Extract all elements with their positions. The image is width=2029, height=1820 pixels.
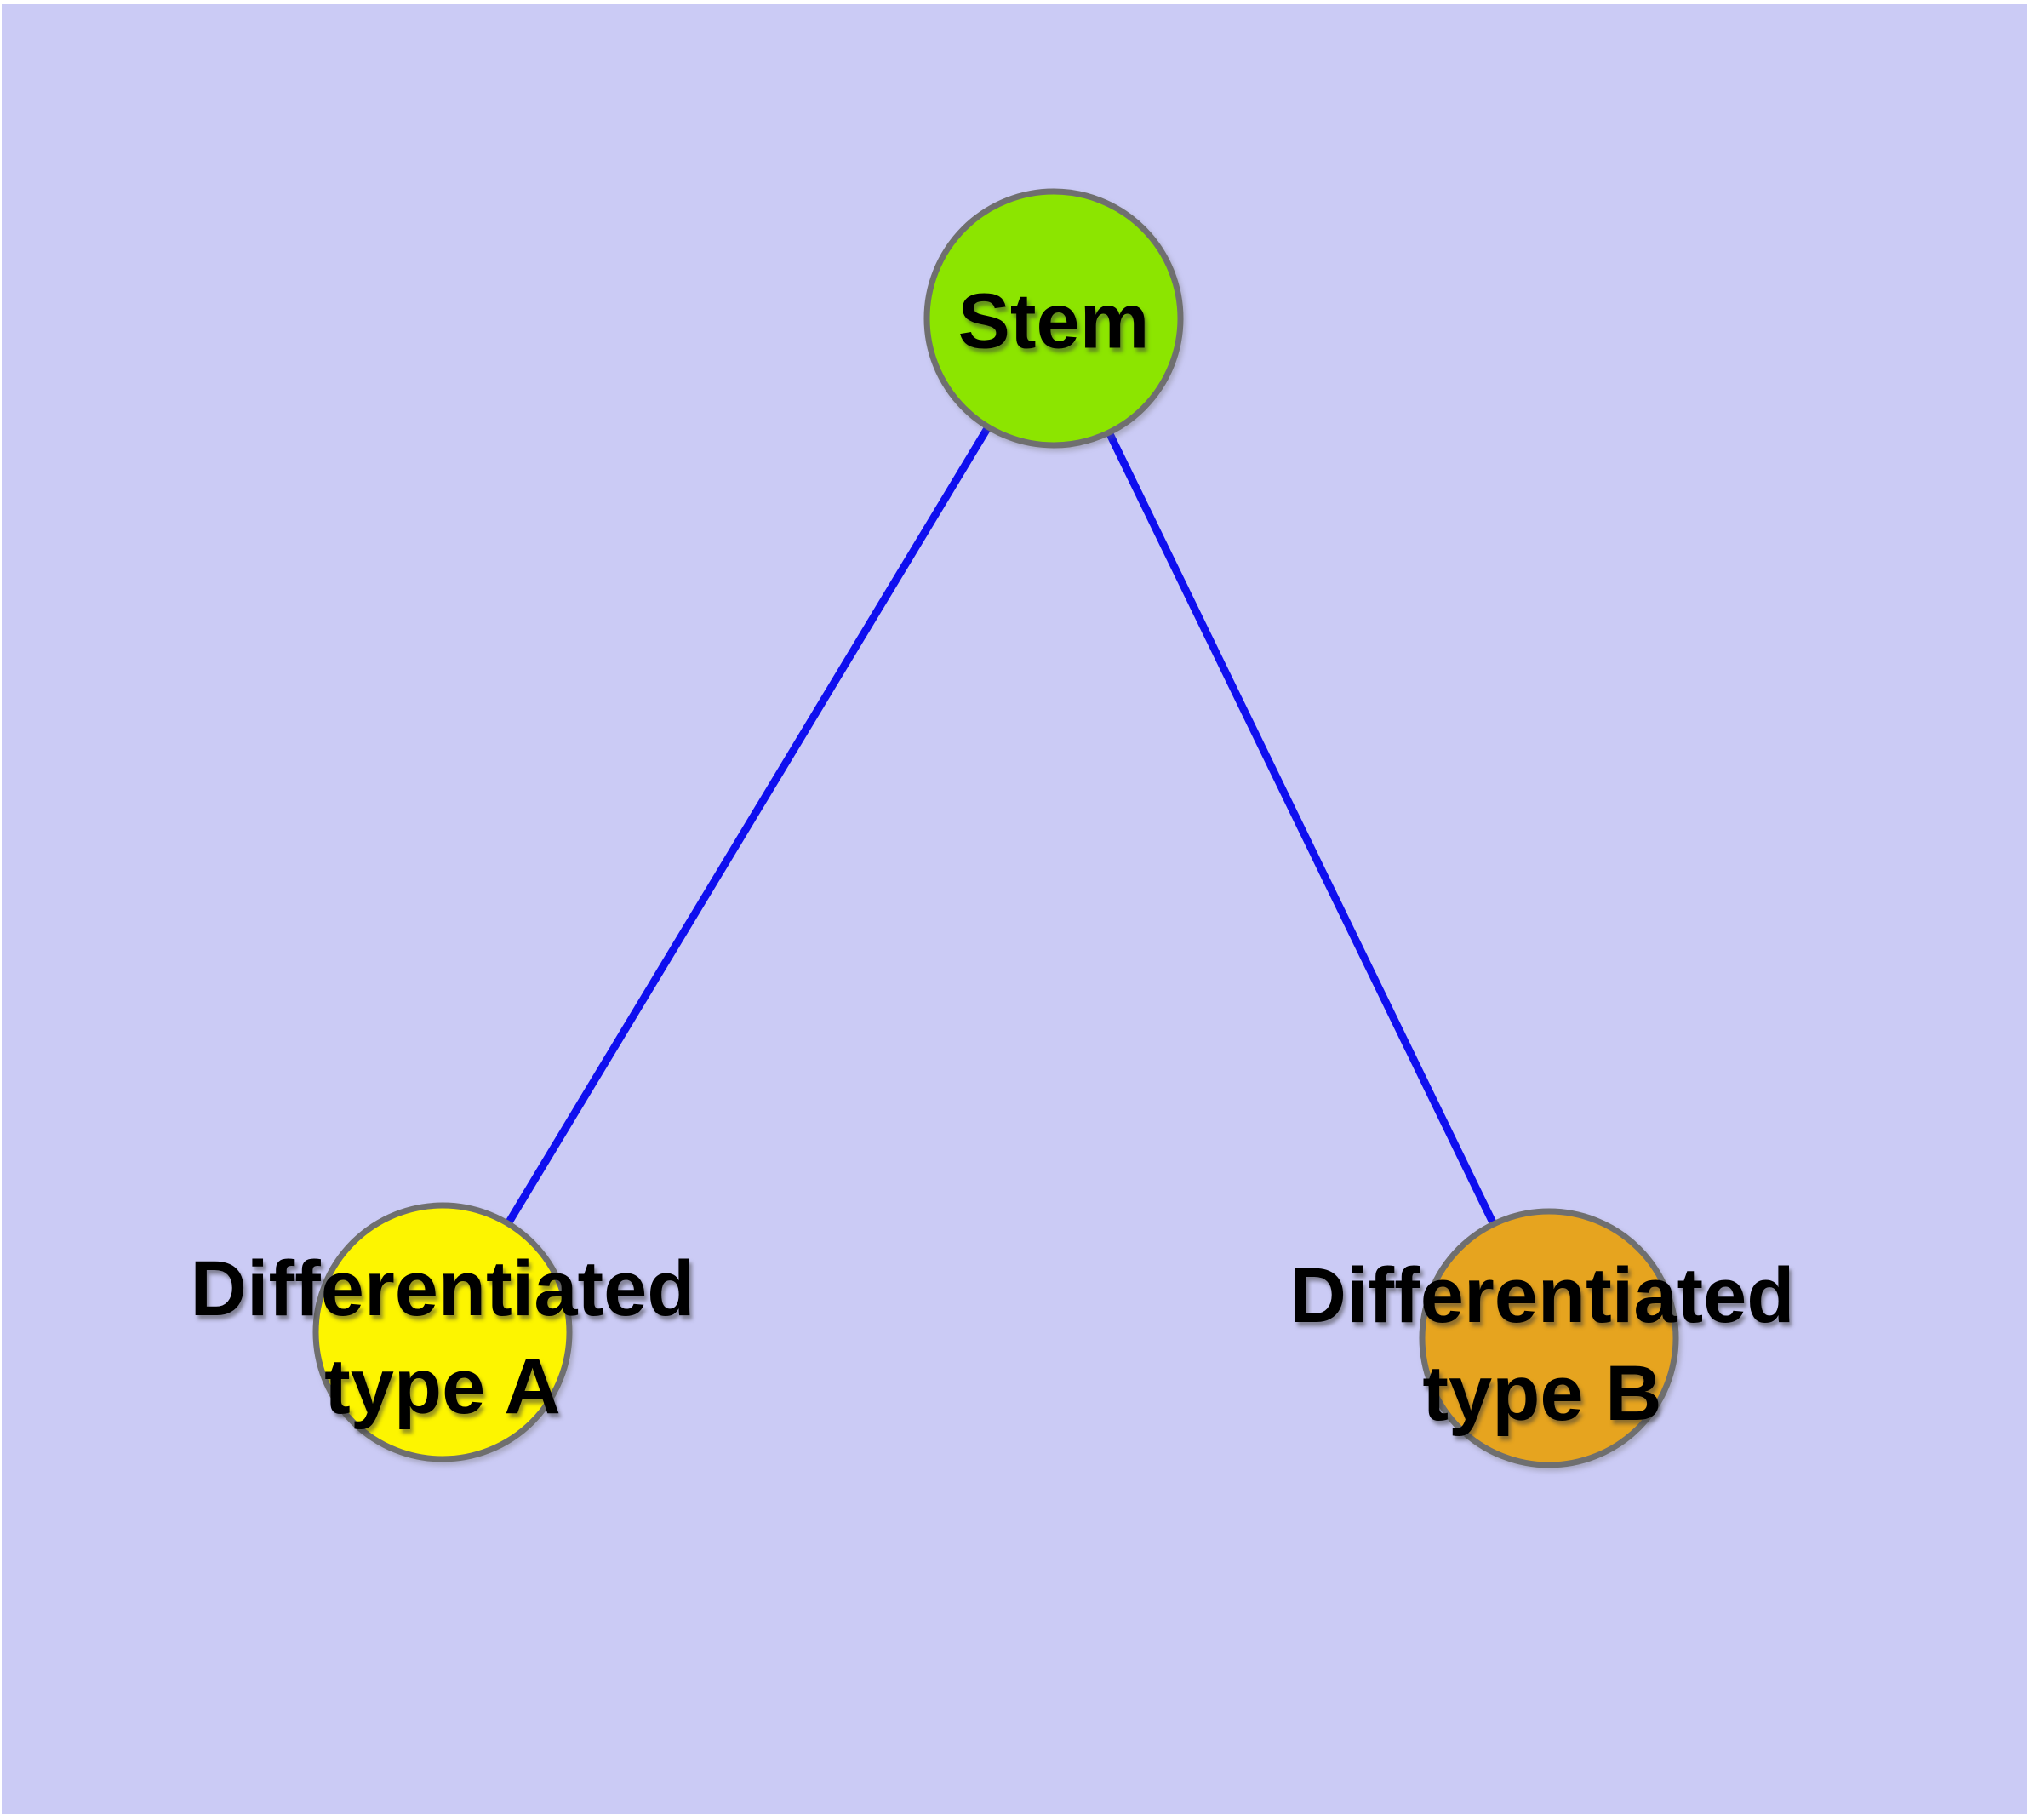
node-type-a-label-line2: type A — [324, 1343, 561, 1430]
node-stem-label: Stem — [957, 278, 1150, 365]
node-type-a-label-line1: Differentiated — [190, 1245, 695, 1332]
edge-stem-to-type-a — [438, 314, 1058, 1336]
node-type-a-circle — [312, 1202, 573, 1462]
node-type-a-label: Differentiated type A — [191, 1240, 695, 1436]
node-type-b-circle — [1419, 1208, 1679, 1468]
node-type-b-label: Differentiated type B — [1290, 1247, 1795, 1443]
node-type-b-label-line1: Differentiated — [1289, 1252, 1795, 1339]
node-stem-circle — [923, 188, 1184, 449]
node-type-b-label-line2: type B — [1422, 1350, 1662, 1437]
edge-stem-to-type-b — [1049, 314, 1553, 1342]
